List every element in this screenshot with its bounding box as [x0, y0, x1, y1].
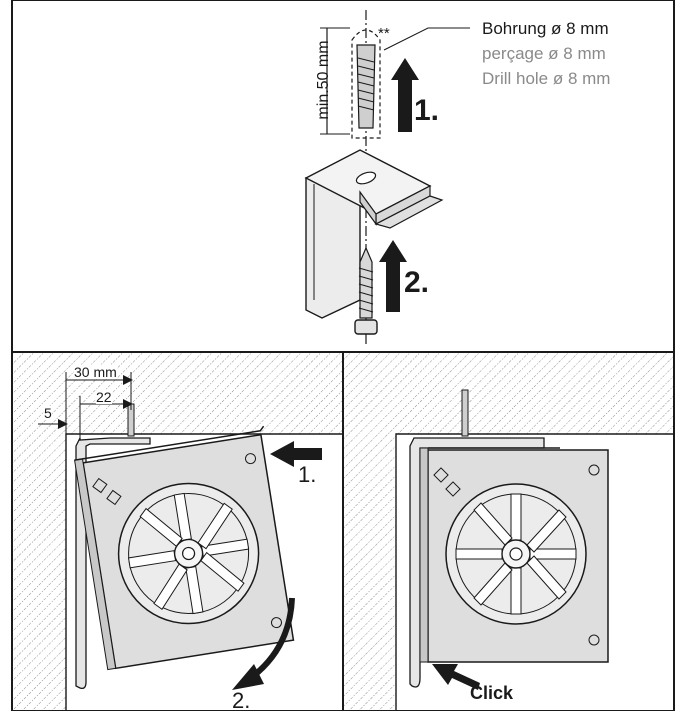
arrow-up-1	[391, 58, 419, 132]
drill-hole-text-fr: perçage ø 8 mm	[482, 44, 606, 63]
left-panel	[13, 353, 342, 710]
dim-22-label: 22	[96, 389, 112, 405]
dim-30-label: 30 mm	[74, 364, 117, 380]
drill-hole-text-en: Drill hole ø 8 mm	[482, 69, 611, 88]
click-label: Click	[470, 683, 514, 703]
drill-hole-text-de: Bohrung ø 8 mm	[482, 19, 609, 38]
ceiling-screw-right	[461, 389, 469, 437]
click-arrow	[432, 664, 480, 690]
roller-box-upright	[419, 447, 609, 663]
double-star-label: **	[378, 25, 390, 42]
arrow-left-1	[270, 441, 322, 467]
min-depth-label: min.50 mm	[315, 40, 332, 120]
top-panel	[304, 10, 470, 345]
left-step-1-label: 1.	[298, 462, 317, 487]
wall-hatch-right	[344, 353, 673, 710]
dim-5-label: 5	[44, 405, 52, 421]
right-panel-frame	[342, 351, 675, 711]
step-2-label: 2.	[404, 266, 430, 299]
wall-plug	[356, 44, 376, 129]
wall-hatch	[13, 353, 342, 710]
right-panel	[344, 353, 673, 710]
mounting-bracket	[304, 149, 444, 319]
roller-box-tilted	[74, 425, 295, 671]
left-step-2-label: 2.	[232, 688, 251, 713]
step-1-label: 1.	[414, 94, 440, 127]
arrow-up-2	[379, 240, 407, 312]
drill-hole-outline	[351, 29, 381, 139]
screw	[354, 246, 378, 335]
leader-line	[383, 27, 470, 51]
